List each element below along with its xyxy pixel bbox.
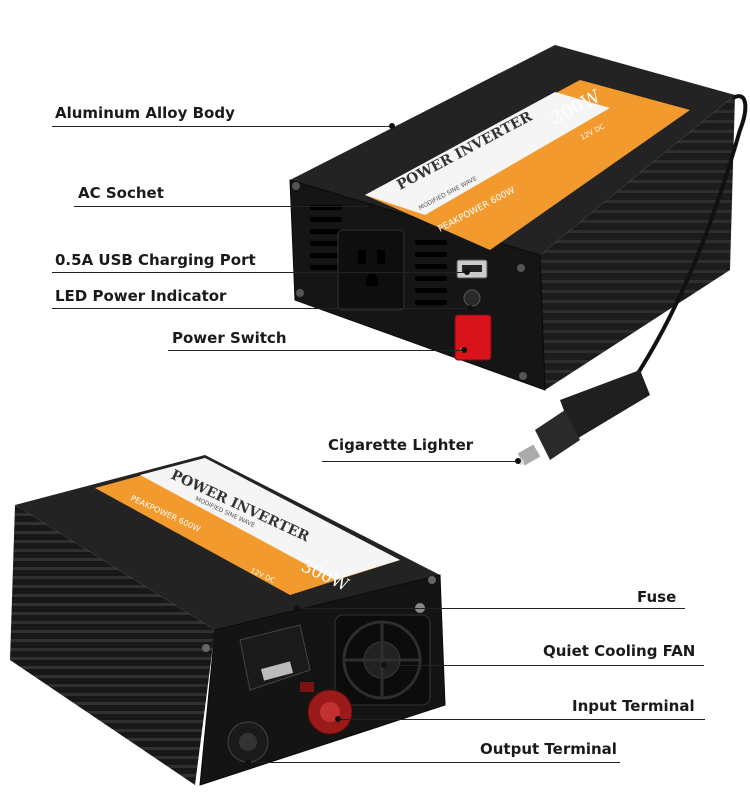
top-inverter: POWER INVERTER MODIFIED SINE WAVE 300W P… <box>289 45 748 466</box>
leader-dot-usb <box>464 269 470 275</box>
leader-line-input <box>338 719 705 720</box>
leader-line-fan <box>384 665 704 666</box>
label-white <box>365 92 610 215</box>
output-terminal <box>227 721 269 763</box>
side-fins <box>540 95 735 390</box>
leader-dot-plug <box>515 458 521 464</box>
leader-line-output <box>248 762 620 763</box>
leader-line-switch <box>168 350 464 351</box>
ac-socket <box>337 229 405 311</box>
leader-dot-fan <box>381 662 387 668</box>
side-fins <box>10 505 215 785</box>
callout-cooling-fan: Quiet Cooling FAN <box>543 642 696 660</box>
leader-line-usb <box>52 272 467 273</box>
power-switch <box>454 314 492 361</box>
label-white <box>140 458 400 580</box>
leader-line-plug <box>322 461 518 462</box>
bottom-inverter: POWER INVERTER MODIFIED SINE WAVE 300W P… <box>10 455 446 786</box>
leader-dot-input <box>335 716 341 722</box>
callout-ac-socket: AC Sochet <box>78 184 164 202</box>
led-indicator <box>463 289 481 307</box>
vent-slots-middle <box>415 240 447 305</box>
callout-power-switch: Power Switch <box>172 329 287 347</box>
callout-led-indicator: LED Power Indicator <box>55 287 227 305</box>
callout-input-terminal: Input Terminal <box>572 697 695 715</box>
callout-usb-port: 0.5A USB Charging Port <box>55 251 256 269</box>
fuse-holder <box>239 624 311 691</box>
leader-dot-led <box>467 305 473 311</box>
label-band <box>365 80 690 250</box>
leader-dot-body <box>389 123 395 129</box>
leader-dot-fuse <box>294 605 300 611</box>
leader-dot-ac-socket <box>369 203 375 209</box>
callout-aluminum-body: Aluminum Alloy Body <box>55 104 235 122</box>
cooling-fan <box>334 614 431 706</box>
leader-line-body <box>52 126 392 127</box>
leader-line-led <box>52 308 470 309</box>
leader-line-ac-socket <box>74 206 372 207</box>
leader-line-fuse <box>297 608 685 609</box>
callout-output-terminal: Output Terminal <box>480 740 617 758</box>
leader-dot-switch <box>461 347 467 353</box>
leader-dot-output <box>245 759 251 765</box>
callout-fuse: Fuse <box>637 588 677 606</box>
cigarette-plug <box>517 370 650 466</box>
callout-cigarette-lighter: Cigarette Lighter <box>328 436 474 454</box>
